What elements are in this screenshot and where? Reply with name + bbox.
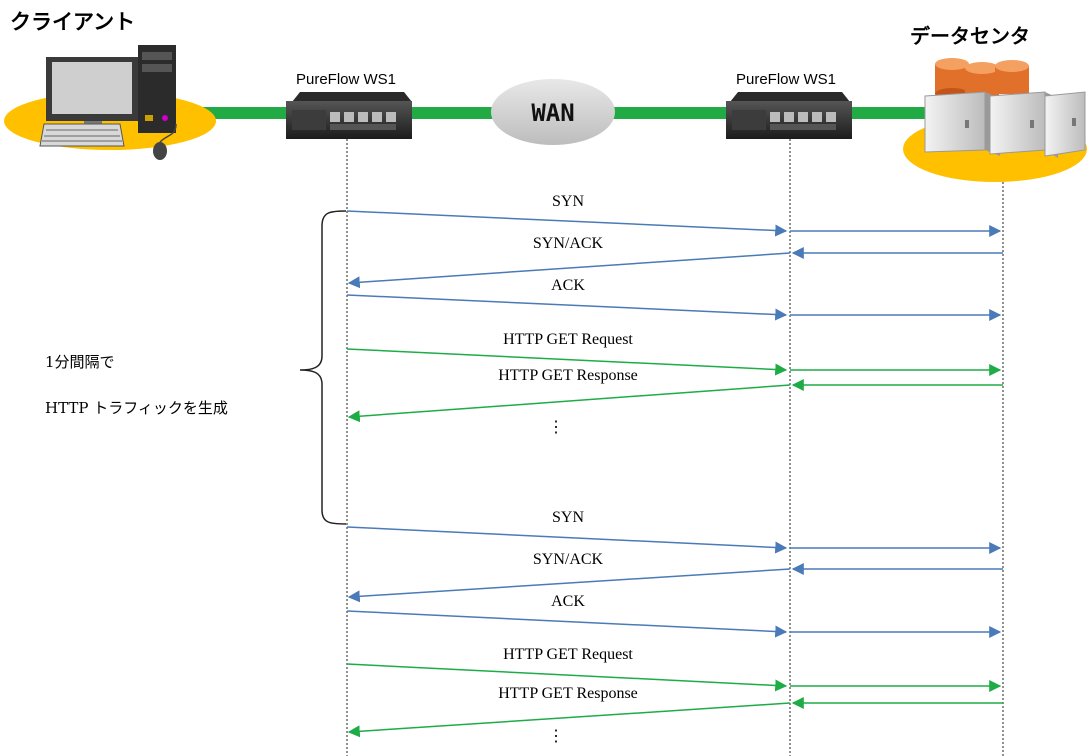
client-label: クライアント <box>10 10 135 34</box>
message-5-label: HTTP GET Response <box>498 367 638 384</box>
device-right-icon <box>726 92 852 139</box>
message-10-arrow-wan <box>347 702 791 738</box>
device-right-label: PureFlow WS1 <box>736 71 836 88</box>
message-6-arrow-wan <box>346 526 788 554</box>
message-7-arrow-wan <box>347 568 791 603</box>
device-left-icon <box>286 92 412 139</box>
datacenter-servers-icon <box>924 58 1086 158</box>
message-9-arrow-wan <box>346 663 788 692</box>
message-4-label: HTTP GET Request <box>503 331 633 348</box>
wan-ellipse <box>491 79 615 145</box>
message-6-label: SYN <box>552 509 584 526</box>
message-1-label: SYN <box>552 193 584 210</box>
message-3-arrow-wan <box>346 294 788 321</box>
note-line-1: 1分間隔で <box>45 353 115 371</box>
message-8-label: ACK <box>551 593 585 610</box>
datacenter-label: データセンタ <box>910 24 1030 48</box>
message-5-arrow-wan <box>347 384 791 423</box>
message-1-arrow-wan <box>346 210 788 237</box>
message-7-label: SYN/ACK <box>533 551 604 568</box>
message-2-arrow-wan <box>347 252 791 289</box>
wan-label: WAN <box>531 99 574 127</box>
device-left-label: PureFlow WS1 <box>296 71 396 88</box>
message-2-label: SYN/ACK <box>533 235 604 252</box>
message-3-label: ACK <box>551 277 585 294</box>
ellipsis-second-cycle: ⋮ <box>548 728 564 745</box>
ellipsis-first-cycle: ⋮ <box>548 419 564 436</box>
message-9-label: HTTP GET Request <box>503 646 633 663</box>
client-computer-icon <box>39 45 177 160</box>
note-line-2: HTTP トラフィックを生成 <box>45 399 228 417</box>
message-8-arrow-wan <box>346 610 788 638</box>
cycle-brace <box>299 210 347 525</box>
message-10-label: HTTP GET Response <box>498 685 638 702</box>
message-4-arrow-wan <box>346 348 788 376</box>
